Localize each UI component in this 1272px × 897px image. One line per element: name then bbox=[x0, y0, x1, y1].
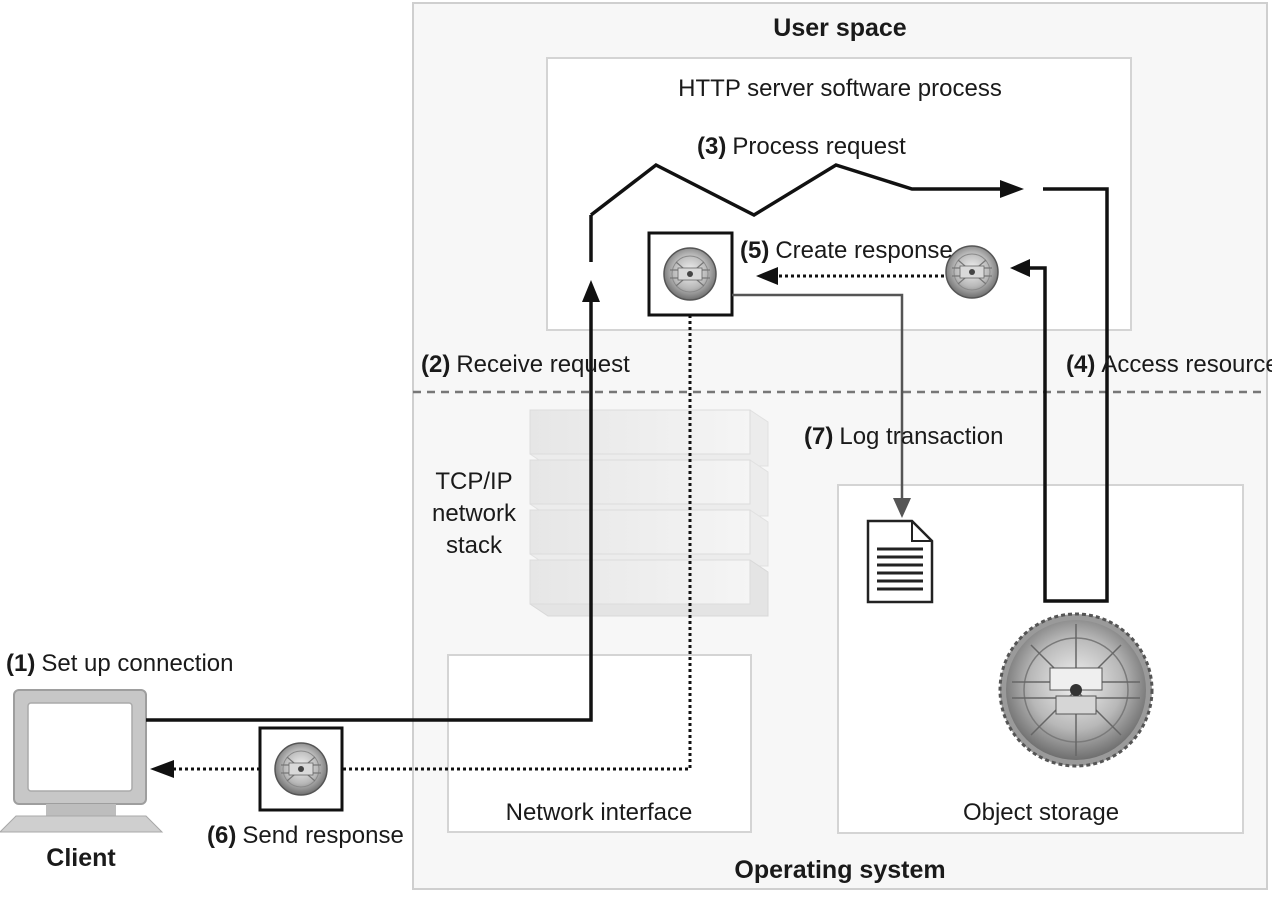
tcpip-label-line3: stack bbox=[446, 532, 503, 559]
network-interface-label: Network interface bbox=[506, 799, 693, 826]
create-response-arrowhead bbox=[756, 267, 778, 285]
step-3-number: (3) bbox=[697, 133, 726, 160]
saw-blade-disc-icon bbox=[274, 742, 328, 796]
step-2-label: (2)Receive request bbox=[421, 351, 630, 378]
tcpip-label-line1: TCP/IP bbox=[435, 468, 512, 495]
send-response-arrowhead bbox=[150, 760, 174, 778]
network-interface-box bbox=[447, 654, 752, 833]
operating-system-label: Operating system bbox=[734, 856, 945, 884]
step-5-label: (5)Create response bbox=[740, 237, 953, 264]
object-storage-label: Object storage bbox=[963, 799, 1119, 826]
step-4-text: Access resource bbox=[1101, 351, 1272, 378]
saw-blade-disc-icon bbox=[945, 245, 999, 299]
step-4-label: (4)Access resource bbox=[1066, 351, 1272, 378]
step-2-text: Receive request bbox=[456, 351, 630, 378]
step-7-number: (7) bbox=[804, 423, 833, 450]
client-label: Client bbox=[46, 844, 116, 872]
document-icon bbox=[866, 519, 934, 604]
step-6-number: (6) bbox=[207, 822, 236, 849]
step-7-text: Log transaction bbox=[839, 423, 1003, 450]
computer-monitor-icon bbox=[0, 689, 164, 833]
step-1-text: Set up connection bbox=[41, 650, 233, 677]
process-request-zigzag bbox=[589, 162, 1002, 218]
access-resource-arrowhead bbox=[1010, 259, 1030, 277]
tcpip-label-line2: network bbox=[432, 500, 517, 527]
step-1-label: (1)Set up connection bbox=[6, 650, 233, 677]
tcpip-stack bbox=[529, 409, 769, 617]
http-process-label: HTTP server software process bbox=[678, 75, 1002, 102]
saw-blade-disc-icon bbox=[663, 247, 717, 301]
request-arrowhead bbox=[582, 280, 600, 302]
http-process-box bbox=[546, 57, 1132, 331]
step-7-label: (7)Log transaction bbox=[804, 423, 1003, 450]
log-transaction-arrowhead bbox=[893, 498, 911, 518]
step-6-label: (6)Send response bbox=[207, 822, 404, 849]
step-4-number: (4) bbox=[1066, 351, 1095, 378]
request-path bbox=[146, 290, 593, 722]
step-1-number: (1) bbox=[6, 650, 35, 677]
user-space-label: User space bbox=[773, 14, 907, 42]
process-request-arrowhead bbox=[1000, 180, 1024, 198]
log-transaction-path bbox=[732, 293, 904, 505]
step-5-number: (5) bbox=[740, 237, 769, 264]
step-5-text: Create response bbox=[775, 237, 952, 264]
step-3-text: Process request bbox=[732, 133, 906, 160]
send-response-path bbox=[342, 315, 692, 771]
step-3-label: (3)Process request bbox=[697, 133, 906, 160]
access-resource-path bbox=[1027, 187, 1109, 603]
large-saw-blade-icon bbox=[998, 612, 1154, 768]
step-6-text: Send response bbox=[242, 822, 403, 849]
step-2-number: (2) bbox=[421, 351, 450, 378]
